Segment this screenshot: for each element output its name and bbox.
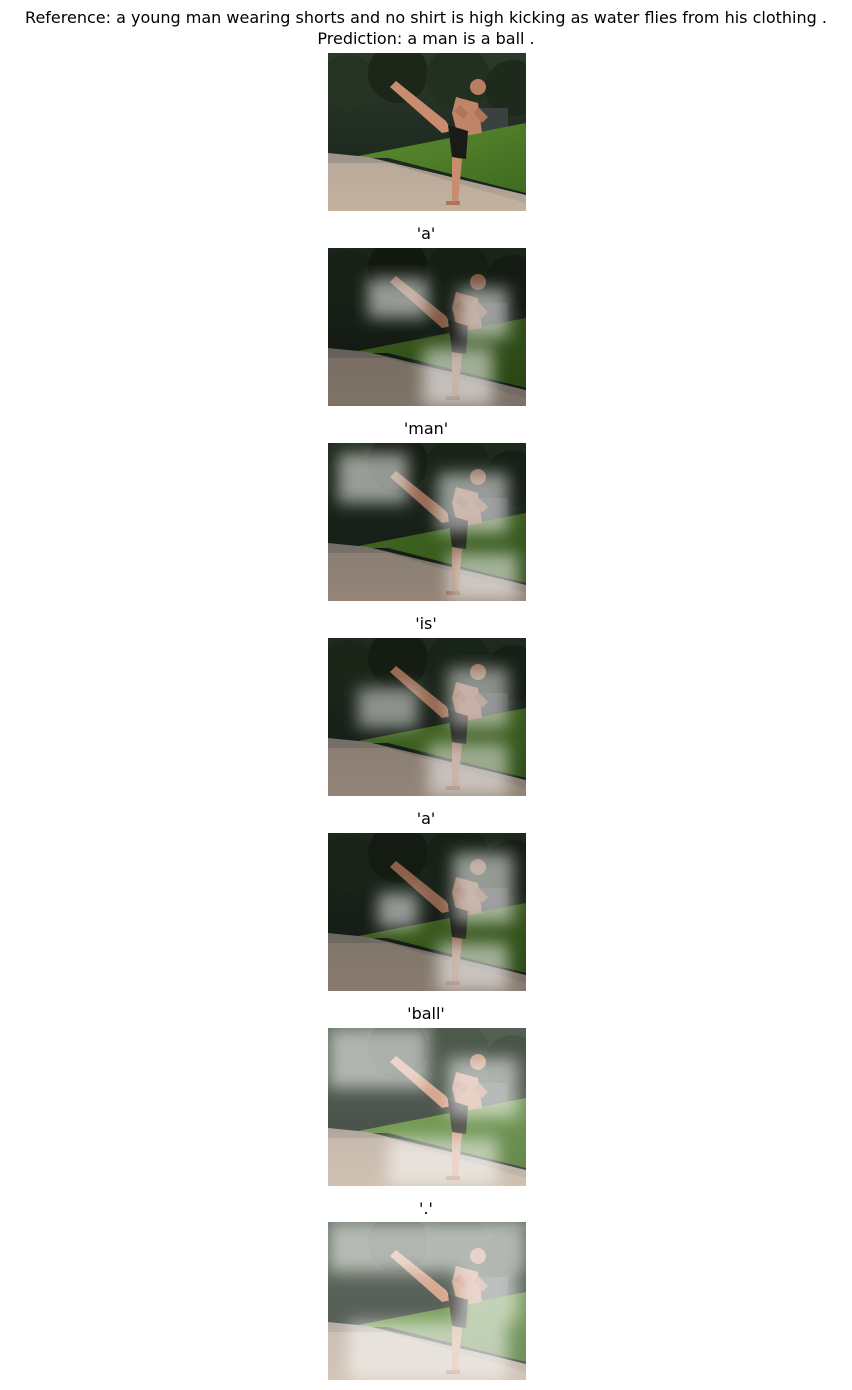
attention-image [328,1222,526,1380]
word-label: '.' [419,1199,433,1218]
word-label: 'is' [415,614,437,633]
attention-map [328,833,526,991]
attention-image [328,248,526,406]
original-image [328,53,526,211]
kick-photo [328,53,526,211]
word-label: 'ball' [407,1004,445,1023]
attention-image [328,443,526,601]
word-label: 'man' [403,419,449,438]
reference-caption: Reference: a young man wearing shorts an… [25,8,827,27]
attention-image [328,638,526,796]
attention-map [328,638,526,796]
attention-map [328,443,526,601]
word-label: 'a' [416,224,436,243]
word-label: 'a' [416,809,436,828]
attention-image [328,1028,526,1186]
attention-map [328,248,526,406]
prediction-caption: Prediction: a man is a ball . [317,29,535,48]
attention-map [328,1028,526,1186]
attention-map [328,1222,526,1380]
attention-image [328,833,526,991]
